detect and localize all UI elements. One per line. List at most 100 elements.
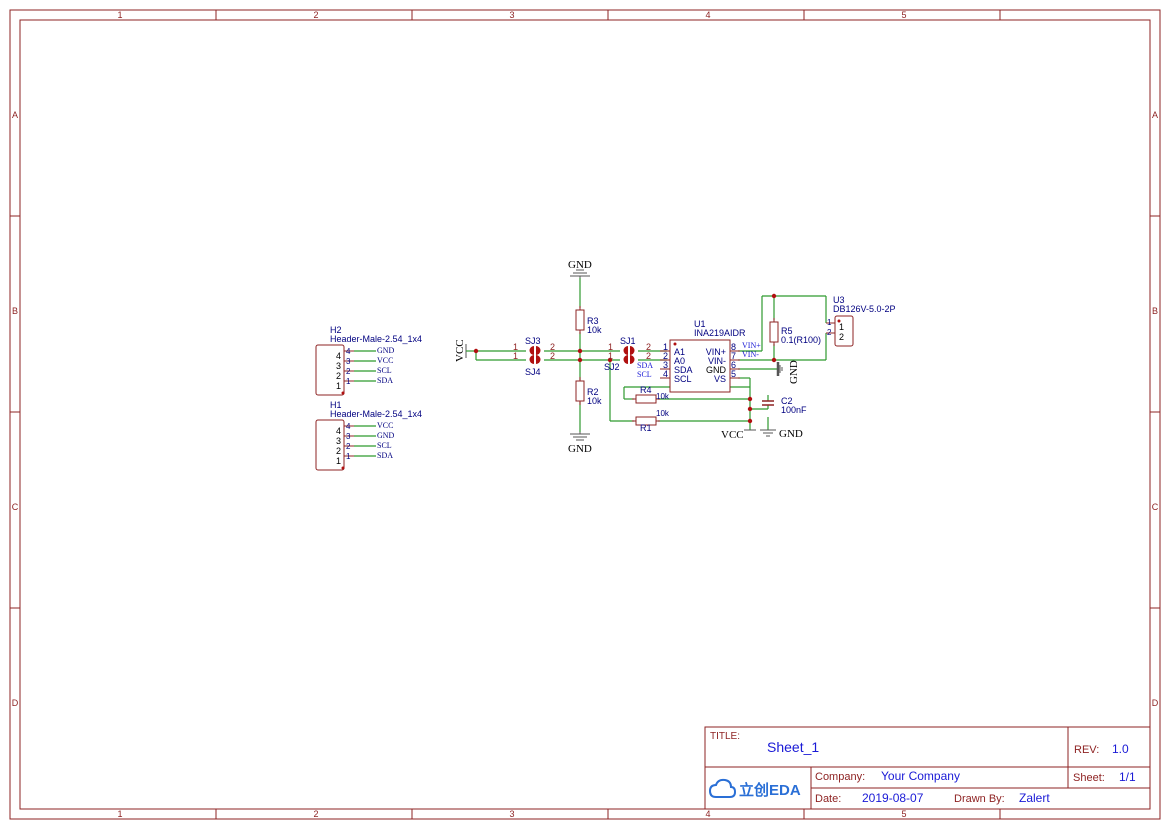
c2-ref: C2 — [781, 396, 793, 406]
u3-pin-2-num: 2 — [827, 328, 832, 337]
sj1-pad-left — [623, 346, 628, 355]
r5-value: 0.1(R100) — [781, 335, 821, 345]
sj2-pad-left — [623, 355, 628, 364]
h1-net-gnd: GND — [377, 431, 395, 440]
h1-header: H1 Header-Male-2.54_1x4 4 3 2 1 4 3 2 1 … — [315, 400, 422, 471]
h1-name: Header-Male-2.54_1x4 — [330, 409, 422, 419]
sj1-pin2: 2 — [646, 342, 651, 352]
gnd-bottom-right-symbol: GND — [760, 428, 803, 440]
jumper-sj2: SJ2 1 2 — [604, 351, 651, 372]
h1-net-sda: SDA — [377, 451, 393, 460]
h2-net-scl: SCL — [377, 366, 392, 375]
h1-ref: H1 — [330, 400, 342, 410]
vcc-bottom-flag: VCC — [721, 429, 756, 441]
sheet-title: Sheet_1 — [767, 739, 819, 755]
jumper-sj4: SJ4 1 2 — [513, 351, 555, 377]
cloud-icon — [708, 778, 737, 798]
row-label-a-left: A — [12, 110, 18, 120]
resistor-r5: R5 0.1(R100) — [769, 318, 821, 346]
junction-dots — [473, 293, 777, 424]
c2-value: 100nF — [781, 405, 807, 415]
sj3-pad-left — [529, 346, 534, 355]
gnd-bottom-symbol: GND — [568, 432, 592, 455]
r3-body — [575, 309, 585, 331]
sj2-ref: SJ2 — [604, 362, 620, 372]
u1-ref: U1 — [694, 319, 706, 329]
u3-inner-1: 1 — [839, 322, 844, 332]
row-label-b-left: B — [12, 306, 18, 316]
vcc-left-label: VCC — [454, 339, 466, 362]
row-label-d-left: D — [12, 698, 19, 708]
sj3-pin1: 1 — [513, 342, 518, 352]
company-label: Company: — [815, 771, 865, 783]
u3-ref: U3 — [833, 295, 845, 305]
u1-pin-scl: SCL — [674, 374, 692, 384]
r1-value: 10k — [656, 409, 670, 418]
h1-net-vcc: VCC — [377, 421, 393, 430]
h1-pin-3-ext: 3 — [346, 432, 351, 441]
u3-body — [834, 315, 854, 347]
h2-pin-3-ext: 3 — [346, 357, 351, 366]
h1-pin-2-ext: 2 — [346, 442, 351, 451]
r4-body — [635, 394, 657, 404]
company-value: Your Company — [881, 769, 960, 783]
net-vin-minus-label: VIN- — [742, 350, 759, 359]
u1-net-labels: SDA SCL VIN+ VIN- — [637, 341, 761, 379]
gnd-bottom-right-label: GND — [779, 428, 803, 440]
eda-logo-text: 立创EDA — [739, 781, 801, 799]
gnd-bottom-label: GND — [568, 443, 592, 455]
r2-body — [575, 380, 585, 402]
h2-pin-1-num: 1 — [336, 381, 341, 391]
col-label-5-bottom: 5 — [901, 809, 906, 819]
col-label-1-top: 1 — [117, 10, 122, 20]
vcc-bottom-label: VCC — [721, 429, 744, 441]
sj2-pad-right — [630, 355, 635, 364]
col-label-2-bottom: 2 — [313, 809, 318, 819]
h1-pin-3-num: 3 — [336, 436, 341, 446]
gnd-top-symbol: GND — [568, 259, 592, 278]
u1-pin-vs: VS — [714, 374, 726, 384]
sj4-pad-right — [536, 355, 541, 364]
h2-pin-4-num: 4 — [336, 351, 341, 361]
sheet-label: Sheet: — [1073, 772, 1105, 784]
row-label-b-right: B — [1152, 306, 1158, 316]
u1-pin-a1: A1 — [674, 347, 685, 357]
gnd-u1-symbol: GND — [776, 360, 800, 384]
u1-pin-a0: A0 — [674, 356, 685, 366]
net-sda-label: SDA — [637, 361, 653, 370]
capacitor-c2: C2 100nF — [762, 396, 807, 415]
sj3-pin2: 2 — [550, 342, 555, 352]
h1-pin-4-ext: 4 — [346, 422, 351, 431]
u1-pin-8-num: 8 — [731, 342, 736, 352]
connector-u3: U3 DB126V-5.0-2P 1 2 1 2 — [826, 295, 896, 347]
u1-pin-vin-plus: VIN+ — [706, 347, 726, 357]
r4-value: 10k — [656, 392, 670, 401]
h2-net-vcc: VCC — [377, 356, 393, 365]
resistor-r4: R4 10k — [632, 385, 670, 404]
r5-body — [769, 321, 779, 343]
u1-pin-2-num: 2 — [663, 351, 668, 361]
h2-body — [315, 344, 345, 396]
row-label-c-left: C — [12, 502, 19, 512]
u1-pin-gnd: GND — [706, 365, 727, 375]
sj4-pin1: 1 — [513, 351, 518, 361]
col-label-3-top: 3 — [509, 10, 514, 20]
ic-u1: U1 INA219AIDR 1 2 3 4 A1 A0 SDA SCL 8 7 … — [660, 319, 746, 393]
h2-pin-3-num: 3 — [336, 361, 341, 371]
resistor-r3: R3 10k — [575, 306, 602, 335]
rev-label: REV: — [1074, 744, 1099, 756]
u1-name: INA219AIDR — [694, 328, 746, 338]
h2-pin-4-ext: 4 — [346, 347, 351, 356]
sj3-ref: SJ3 — [525, 336, 541, 346]
u1-pin-5-num: 5 — [731, 369, 736, 379]
gnd-u1-label: GND — [788, 360, 800, 384]
h2-header: H2 Header-Male-2.54_1x4 4 3 2 1 4 3 2 1 … — [315, 325, 422, 396]
r3-ref: R3 — [587, 316, 599, 326]
net-scl-label: SCL — [637, 370, 652, 379]
r1-ref: R1 — [640, 423, 652, 433]
col-label-5-top: 5 — [901, 10, 906, 20]
u3-pin-1-num: 1 — [827, 318, 832, 327]
sj3-pad-right — [536, 346, 541, 355]
h2-pin-1-ext: 1 — [346, 377, 351, 386]
sj4-pin2: 2 — [550, 351, 555, 361]
